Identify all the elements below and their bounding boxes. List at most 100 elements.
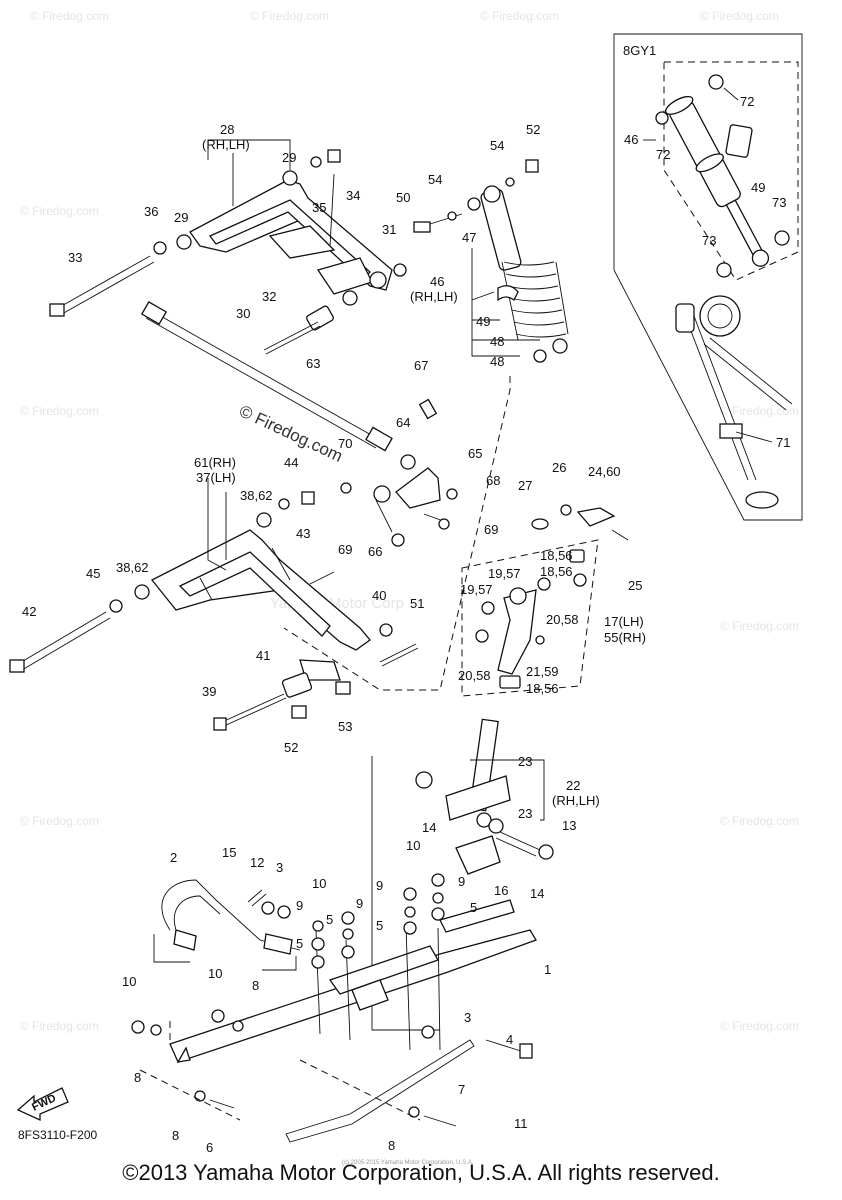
callout-54: 54 (490, 138, 504, 153)
callout-43: 43 (296, 526, 310, 541)
callout-4: 4 (506, 1032, 513, 1047)
callout-56: 18,56 (540, 564, 573, 579)
callout-65: 65 (468, 446, 482, 461)
callout-42: 42 (22, 604, 36, 619)
watermark: © Firedog.com (250, 9, 329, 23)
small-print: (c) 2005-2015 Yamaha Motor Corporation, … (342, 1160, 474, 1166)
callout-48: 48 (490, 334, 504, 349)
callout-46: 46 (430, 274, 444, 289)
spindle-dashed-group (461, 539, 599, 697)
watermark: © Firedog.com (20, 814, 99, 828)
leader-dash (283, 376, 511, 691)
callout-44: 44 (284, 455, 298, 470)
callout-8: 8 (134, 1070, 141, 1085)
callout-13: 13 (562, 818, 576, 833)
callout-64: 64 (396, 415, 410, 430)
callout-14: 14 (422, 820, 436, 835)
callout-34: 34 (346, 188, 360, 203)
callout-23: 23 (518, 806, 532, 821)
callout-5: 5 (470, 900, 477, 915)
callout-29: 29 (282, 150, 296, 165)
washer (310, 156, 322, 168)
callout-52: 52 (526, 122, 540, 137)
nut (393, 263, 407, 277)
callout-61: 61(RH) (194, 455, 236, 470)
callout-49: 49 (476, 314, 490, 329)
copyright-footer: ©2013 Yamaha Motor Corporation, U.S.A. A… (122, 1160, 720, 1185)
callout-35: 35 (312, 200, 326, 215)
callout-33: 33 (68, 250, 82, 265)
stopper (455, 835, 501, 875)
inset-bushing (655, 111, 669, 125)
watermark: © Firedog.com (720, 1019, 799, 1033)
callout-10: 10 (406, 838, 420, 853)
watermark: © Firedog.com (720, 404, 799, 418)
callout-32: 32 (262, 289, 276, 304)
front-shock-absorber (413, 159, 569, 363)
callout-31: 31 (382, 222, 396, 237)
inset-tool (675, 295, 793, 509)
callout-5: 5 (326, 912, 333, 927)
callout-10: 10 (312, 876, 326, 891)
callout-9: 9 (458, 874, 465, 889)
inset-8gy1: 8GY1 46 72 72 49 (613, 33, 803, 521)
leader-lines (139, 139, 545, 1121)
ski-assembly (131, 873, 537, 1143)
callout-2: 2 (170, 850, 177, 865)
watermark: © Firedog.com (720, 814, 799, 828)
callout-23: 23 (518, 754, 532, 769)
callout-21-59: 21,59 (526, 664, 559, 679)
callout-6: 6 (206, 1140, 213, 1155)
nut (327, 149, 341, 163)
inset-nut (774, 230, 790, 246)
callout-63: 63 (306, 356, 320, 371)
callout-53: 53 (338, 719, 352, 734)
callout-47: 47 (462, 230, 476, 245)
callout-9: 9 (376, 878, 383, 893)
callout-29: 29 (174, 210, 188, 225)
inset-cover (725, 124, 753, 158)
callout-55: 55(RH) (604, 630, 646, 645)
callout-3: 3 (464, 1010, 471, 1025)
watermark: © Firedog.com (20, 1019, 99, 1033)
watermark: © Firedog.com (20, 204, 99, 218)
callout-26: 26 (552, 460, 566, 475)
callout-38-62: 38,62 (240, 488, 273, 503)
callout-40: 40 (372, 588, 386, 603)
callout-labels: 28 (RH,LH) 29 29 35 34 36 33 31 32 30 50… (22, 122, 646, 1155)
inset-label: 8GY1 (623, 43, 656, 58)
callout-11: 11 (514, 1116, 528, 1131)
callout-39: 39 (202, 684, 216, 699)
linkage (340, 398, 458, 547)
callout-45: 45 (86, 566, 100, 581)
watermark-layer: © Firedog.com © Firedog.com © Firedog.co… (20, 9, 799, 1033)
inset-nut (716, 262, 732, 278)
watermark: © Firedog.com (20, 404, 99, 418)
callout-30: 30 (236, 306, 250, 321)
collar (306, 305, 334, 331)
callout-12: 12 (250, 855, 264, 870)
callout-41: 41 (256, 648, 270, 663)
inset-nut (708, 74, 724, 90)
cotter-pin (247, 889, 267, 907)
inset-shock-absorber (665, 95, 770, 267)
callout-70: 70 (338, 436, 352, 451)
callout-72: 72 (740, 94, 754, 109)
callout-66: 66 (368, 544, 382, 559)
callout-8: 8 (388, 1138, 395, 1153)
callout-22-note: (RH,LH) (552, 793, 600, 808)
callout-73: 73 (702, 233, 716, 248)
callout-69: 69 (484, 522, 498, 537)
callout-46-note: (RH,LH) (410, 289, 458, 304)
callout-5: 5 (376, 918, 383, 933)
callout-27: 27 (518, 478, 532, 493)
callout-38-62: 38,62 (116, 560, 149, 575)
callout-28: 28 (220, 122, 234, 137)
callout-19-57: 19,57 (488, 566, 521, 581)
watermark: © Firedog.com (720, 619, 799, 633)
callout-67: 67 (414, 358, 428, 373)
callout-8: 8 (172, 1128, 179, 1143)
callout-20-58: 20,58 (458, 668, 491, 683)
callout-5: 5 (296, 936, 303, 951)
